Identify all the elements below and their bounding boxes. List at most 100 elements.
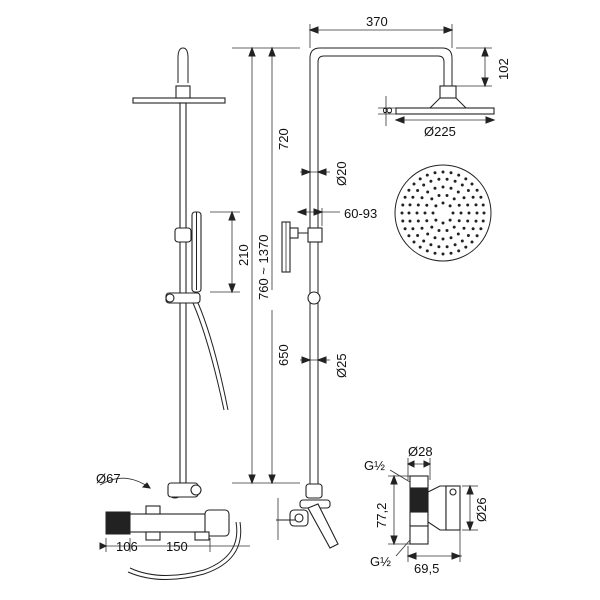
overhead-shower-head <box>132 97 226 104</box>
nozzle-dot <box>466 219 470 223</box>
nozzle-dot <box>452 197 456 201</box>
label-arm-length: 370 <box>366 14 388 29</box>
nozzle-dot <box>437 177 441 181</box>
nozzle-dot <box>475 188 479 192</box>
nozzle-dot <box>407 188 411 192</box>
nozzle-dot <box>425 249 429 253</box>
label-connector-height: 77,2 <box>374 503 389 528</box>
nozzle-dot <box>456 232 460 236</box>
nozzle-dot <box>448 204 452 208</box>
nozzle-dot <box>429 243 433 247</box>
nozzle-dot <box>422 239 426 243</box>
nozzle-dot <box>474 203 478 207</box>
nozzle-dot <box>423 211 427 215</box>
shower-head-top-view <box>394 164 492 262</box>
nozzle-dot <box>457 173 461 177</box>
nozzle-dot <box>449 186 453 190</box>
height-dimensions <box>210 46 300 485</box>
label-bracket-adjust: 60-93 <box>344 206 377 221</box>
nozzle-dot <box>460 183 464 187</box>
nozzle-dot <box>411 227 415 231</box>
nozzle-dot <box>429 179 433 183</box>
nozzle-dot <box>479 195 483 199</box>
nozzle-dot <box>408 203 412 207</box>
nozzle-dot <box>471 227 475 231</box>
nozzle-dot <box>481 203 485 207</box>
nozzle-dot <box>459 211 463 215</box>
label-thread-top: G½ <box>364 458 385 473</box>
label-total-height: 760 ~ 1370 <box>256 235 271 300</box>
nozzle-dot <box>426 190 430 194</box>
nozzle-dot <box>457 249 461 253</box>
nozzle-dot <box>416 234 420 237</box>
nozzle-dot <box>441 252 445 256</box>
nozzle-dot <box>403 227 407 231</box>
nozzle-dot <box>470 182 474 186</box>
label-head-drop: 102 <box>496 58 511 80</box>
nozzle-dot <box>441 221 445 225</box>
nozzle-dot <box>475 211 479 215</box>
nozzle-dot <box>433 251 437 255</box>
label-hand-shower-length: 210 <box>236 244 251 266</box>
nozzle-dot <box>425 219 429 223</box>
nozzle-dot <box>457 203 461 207</box>
label-upper-pipe-diameter: Ø20 <box>334 161 349 186</box>
nozzle-dot <box>470 240 474 244</box>
nozzle-dot <box>416 203 420 207</box>
nozzle-dot <box>457 219 461 223</box>
front-view <box>99 47 250 581</box>
nozzle-dot <box>451 211 455 215</box>
nozzle-dot <box>401 219 405 223</box>
side-view <box>276 24 496 549</box>
nozzle-dot <box>471 195 475 199</box>
nozzle-dot <box>433 236 437 240</box>
label-head-diameter: Ø225 <box>424 124 456 139</box>
nozzle-dot <box>408 219 412 223</box>
temperature-knob <box>105 511 131 535</box>
label-thread-bottom: G½ <box>370 554 391 569</box>
nozzle-dot <box>434 204 438 208</box>
label-connector-depth: 69,5 <box>414 561 439 576</box>
nozzle-dot <box>412 182 416 186</box>
nozzle-dot <box>448 218 452 222</box>
label-side-offset: 106 <box>116 539 138 554</box>
nozzle-dot <box>411 195 415 199</box>
nozzle-dot <box>430 197 434 201</box>
nozzle-dot <box>437 245 441 249</box>
nozzle-dot <box>400 211 404 215</box>
nozzle-dot <box>425 203 429 207</box>
label-connector-nut-diameter: Ø26 <box>474 497 489 522</box>
nozzle-dot <box>422 183 426 187</box>
nozzle-dot <box>415 211 419 215</box>
nozzle-dot <box>441 201 445 205</box>
nozzle-dot <box>437 229 441 232</box>
nozzle-dot <box>420 226 424 230</box>
label-head-thickness: 8 <box>380 107 395 114</box>
nozzle-dot <box>416 219 420 223</box>
nozzle-dot <box>445 194 449 197</box>
nozzle-dot <box>462 196 466 200</box>
nozzle-dot <box>445 245 449 249</box>
nozzle-dot <box>453 179 457 183</box>
nozzle-dot <box>481 219 485 223</box>
nozzle-dot <box>453 243 457 247</box>
nozzle-dot <box>467 211 471 215</box>
nozzle-dot <box>441 170 445 174</box>
nozzle-dot <box>452 225 456 229</box>
nozzle-dot <box>434 218 438 222</box>
nozzle-dot <box>479 227 483 231</box>
nozzle-dot <box>445 177 449 181</box>
label-mixer-diameter: Ø67 <box>96 471 121 486</box>
connector-detail <box>388 458 478 562</box>
nozzle-dot <box>433 186 437 190</box>
nozzle-dot <box>403 195 407 199</box>
label-lower-height: 650 <box>276 344 291 366</box>
nozzle-dot <box>420 196 424 200</box>
nozzle-dot <box>437 194 441 197</box>
nozzle-dot <box>425 173 429 177</box>
label-connector-diameter: Ø28 <box>408 444 433 459</box>
label-upper-height: 720 <box>276 128 291 150</box>
nozzle-dot <box>433 171 437 175</box>
nozzle-dot <box>430 225 434 229</box>
